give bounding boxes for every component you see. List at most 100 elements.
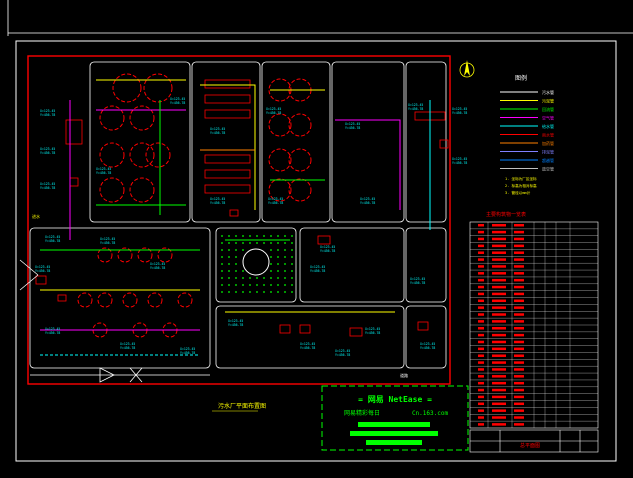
coord-label: X=123.45 xyxy=(335,349,350,353)
table-cell xyxy=(492,340,506,344)
table-cell xyxy=(478,265,484,268)
coord-label: X=123.45 xyxy=(420,342,435,346)
roads xyxy=(29,61,447,369)
tank-5 xyxy=(99,142,125,168)
table-cell xyxy=(478,354,484,357)
tree-dot xyxy=(249,284,251,286)
table-cell xyxy=(514,265,524,268)
tank-15 xyxy=(288,148,312,172)
table-cell xyxy=(492,388,506,392)
north-arrow xyxy=(459,60,475,78)
coord-label: Y=456.78 xyxy=(40,151,55,155)
tank-26 xyxy=(177,292,193,308)
coord-label: X=123.45 xyxy=(45,327,60,331)
table-cell xyxy=(514,402,524,406)
tree-dot xyxy=(270,263,272,265)
tree-dot xyxy=(221,284,223,286)
note-line: 1. 坐标为厂区坐标 xyxy=(505,176,537,181)
coord-label: Y=456.78 xyxy=(420,346,435,350)
table-cell xyxy=(492,368,506,371)
table-cell xyxy=(478,306,484,309)
tree-dot xyxy=(263,242,265,244)
coord-label: X=123.45 xyxy=(360,197,375,201)
table-cell xyxy=(492,381,506,385)
table-cell xyxy=(492,409,506,412)
coord-label: Y=456.78 xyxy=(345,126,360,130)
tree-dot xyxy=(270,291,272,293)
tree-dot xyxy=(284,270,286,272)
table-cell xyxy=(514,237,524,241)
tree-dot xyxy=(242,291,244,293)
coord-label: X=123.45 xyxy=(345,122,360,126)
table-cell xyxy=(514,320,524,323)
table-cell xyxy=(478,423,484,426)
tree-dot xyxy=(291,284,293,286)
tree-dot xyxy=(228,256,230,258)
tree-dot xyxy=(249,291,251,293)
coord-label: X=123.45 xyxy=(410,277,425,281)
table-cell xyxy=(514,381,524,385)
table-cell xyxy=(514,347,524,351)
tree-dot xyxy=(256,277,258,279)
coord-label: X=123.45 xyxy=(408,103,423,107)
tree-dot xyxy=(284,291,286,293)
tree-dot xyxy=(277,249,279,251)
tank-4 xyxy=(129,105,155,131)
table-cell xyxy=(514,285,524,289)
inlet-label: 进水 xyxy=(32,213,40,219)
coord-label: Y=456.78 xyxy=(100,241,115,245)
coord-label: Y=456.78 xyxy=(150,266,165,270)
legend-title: 图例 xyxy=(515,74,527,82)
watermark-line1: = 网易 NetEase = xyxy=(358,395,432,404)
tank-3 xyxy=(99,105,125,131)
coord-label: X=123.45 xyxy=(40,109,55,113)
table-cell xyxy=(478,375,484,378)
table-cell xyxy=(492,230,506,234)
table-cell xyxy=(478,258,484,261)
table-cell xyxy=(514,368,524,371)
tank-20 xyxy=(137,247,153,263)
coord-label: X=123.45 xyxy=(170,97,185,101)
legend-label: 超越管 xyxy=(542,157,554,163)
coord-label: Y=456.78 xyxy=(335,353,350,357)
watermark: = 网易 NetEase = 网易精彩每日 Cn.163.com xyxy=(321,385,469,451)
legend-label: 排泥管 xyxy=(542,149,554,155)
tree-dot xyxy=(256,291,258,293)
building-9 xyxy=(417,321,429,331)
table-cell xyxy=(514,258,524,261)
tree-dot xyxy=(242,270,244,272)
table-cell xyxy=(492,224,506,227)
tree-dot xyxy=(270,242,272,244)
table-cell xyxy=(514,230,524,234)
coord-label: X=123.45 xyxy=(452,107,467,111)
table-cell xyxy=(478,409,484,412)
coord-label: Y=456.78 xyxy=(365,331,380,335)
table-cell xyxy=(514,278,524,282)
tree-dot xyxy=(284,242,286,244)
tree-dot xyxy=(270,277,272,279)
tree-dot xyxy=(284,263,286,265)
tree-dot xyxy=(249,277,251,279)
tree-dot xyxy=(256,242,258,244)
rect-tank-3 xyxy=(204,109,251,119)
table-cell xyxy=(492,327,506,330)
table-cell xyxy=(478,285,484,289)
table-cell xyxy=(492,237,506,241)
coord-label: Y=456.78 xyxy=(300,346,315,350)
central-basin xyxy=(242,248,270,276)
building-10 xyxy=(35,275,47,285)
table-title: 主要构筑物一览表 xyxy=(486,211,526,218)
coord-label: Y=456.78 xyxy=(452,111,467,115)
table-cell xyxy=(492,272,506,275)
building-5 xyxy=(317,235,331,245)
tree-dot xyxy=(291,242,293,244)
tree-dot xyxy=(284,256,286,258)
tree-dot xyxy=(242,277,244,279)
table-cell xyxy=(478,340,484,344)
tree-dot xyxy=(277,291,279,293)
watermark-line3: Cn.163.com xyxy=(412,410,449,417)
